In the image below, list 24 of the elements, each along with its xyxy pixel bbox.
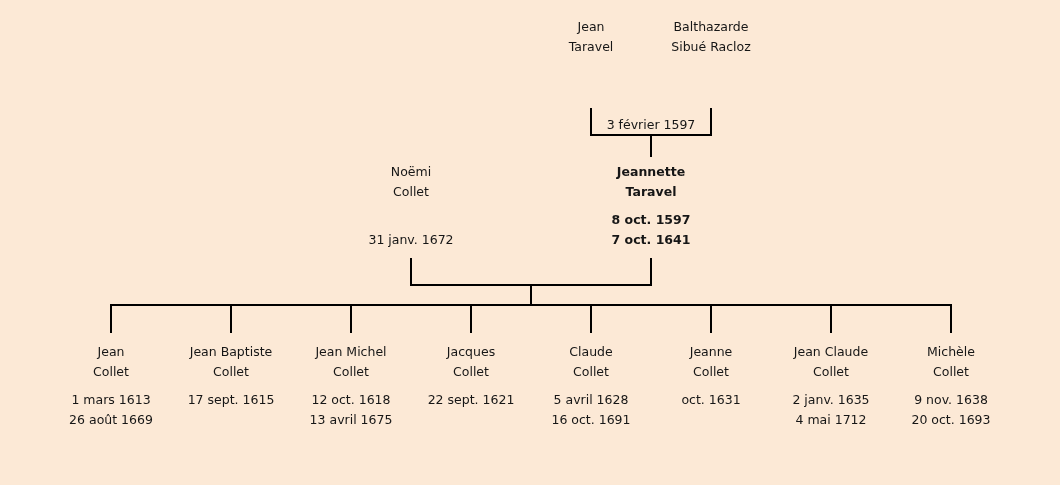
- family-line: [530, 257, 952, 334]
- person-name: Balthazarde Sibué Racloz: [671, 19, 751, 54]
- life-dates: oct. 1631: [681, 392, 741, 407]
- person-name: Jean Michel Collet: [315, 344, 387, 379]
- person-name: Claude Collet: [569, 344, 613, 379]
- life-dates: 22 sept. 1621: [427, 392, 515, 407]
- life-dates: 8 oct. 1597 7 oct. 1641: [611, 212, 691, 247]
- life-dates: 9 nov. 1638 20 oct. 1693: [911, 392, 991, 427]
- life-dates: 12 oct. 1618 13 avril 1675: [309, 392, 393, 427]
- life-dates: 31 janv. 1672: [368, 232, 454, 247]
- person-name: Jean Taravel: [568, 19, 614, 54]
- life-dates: 5 avril 1628 16 oct. 1691: [551, 392, 631, 427]
- person-name: Jacques Collet: [446, 344, 496, 379]
- person-name: Jean Claude Collet: [793, 344, 869, 379]
- life-dates: 17 sept. 1615: [187, 392, 275, 407]
- person-name: Noëmi Collet: [390, 164, 432, 199]
- family-line: [650, 107, 712, 158]
- life-dates: 1 mars 1613 26 août 1669: [69, 392, 153, 427]
- person-name: Jeanne Collet: [689, 344, 733, 379]
- person-name: Jeannette Taravel: [616, 164, 686, 199]
- person-name: Jean Collet: [93, 344, 129, 379]
- life-dates: 2 janv. 1635 4 mai 1712: [792, 392, 870, 427]
- person-name: Jean Baptiste Collet: [189, 344, 273, 379]
- person-name: Michèle Collet: [927, 344, 975, 379]
